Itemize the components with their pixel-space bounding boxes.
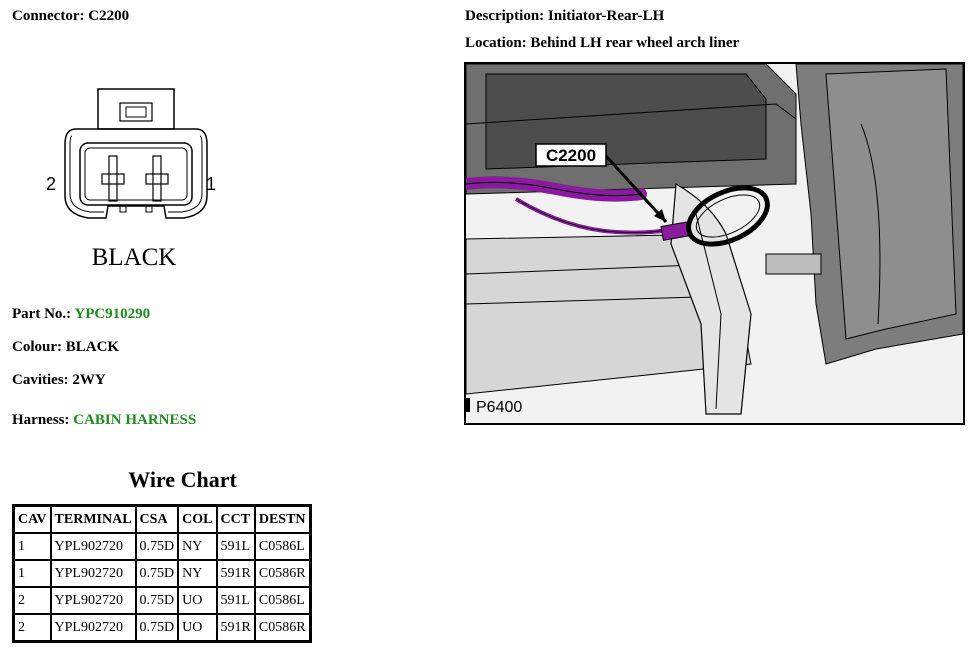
cell-terminal: YPL902720 — [49, 532, 137, 561]
description-value: Initiator-Rear-LH — [547, 8, 665, 24]
location-label: Location: — [465, 35, 527, 51]
part-no-label: Part No.: — [12, 306, 72, 322]
cell-cct: 591L — [215, 532, 256, 561]
header-destn: DESTN — [253, 504, 312, 534]
part-no-link[interactable]: YPC910290 — [74, 306, 151, 322]
cavities-row: Cavities: 2WY — [12, 372, 106, 389]
cell-csa: 0.75D — [134, 532, 180, 561]
header-csa: CSA — [134, 504, 180, 534]
wire-chart-header-row: CAV TERMINAL CSA COL CCT DESTN — [12, 504, 312, 534]
harness-row: Harness: CABIN HARNESS — [12, 412, 196, 429]
cell-terminal: YPL902720 — [49, 613, 137, 643]
header-terminal: TERMINAL — [49, 504, 137, 534]
cell-cav: 1 — [12, 559, 52, 588]
harness-label: Harness: — [12, 412, 70, 428]
cell-cct: 591R — [215, 559, 256, 588]
cavities-value: 2WY — [72, 372, 106, 388]
table-row: 2 YPL902720 0.75D UO 591R C0586R — [12, 613, 312, 643]
description-label: Description: — [465, 8, 545, 24]
cell-csa: 0.75D — [134, 559, 180, 588]
table-row: 2 YPL902720 0.75D UO 591L C0586L — [12, 586, 312, 615]
cell-col: UO — [177, 613, 218, 643]
table-row: 1 YPL902720 0.75D NY 591R C0586R — [12, 559, 312, 588]
cavities-label: Cavities: — [12, 372, 69, 388]
cell-destn: C0586R — [253, 613, 312, 643]
colour-label: Colour: — [12, 339, 62, 355]
connector-value: C2200 — [88, 8, 130, 24]
pin-left-label: 2 — [46, 174, 56, 194]
connector-face-diagram: 2 1 BLACK — [46, 88, 216, 271]
cell-destn: C0586L — [253, 532, 312, 561]
harness-link[interactable]: CABIN HARNESS — [73, 412, 197, 428]
cell-terminal: YPL902720 — [49, 559, 137, 588]
figure-id-label: P6400 — [476, 399, 522, 416]
callout-c2200-label: C2200 — [546, 146, 596, 165]
colour-row: Colour: BLACK — [12, 339, 119, 356]
cell-cct: 591L — [215, 586, 256, 615]
header-col: COL — [177, 504, 218, 534]
wire-chart-title: Wire Chart — [128, 467, 237, 492]
cell-csa: 0.75D — [134, 586, 180, 615]
connector-color-label: BLACK — [92, 244, 177, 271]
header-cct: CCT — [215, 504, 256, 534]
cell-col: UO — [177, 586, 218, 615]
pin-right-label: 1 — [206, 174, 216, 194]
location-illustration: C2200 P6400 — [464, 62, 965, 425]
connector-heading: Connector: C2200 — [12, 8, 129, 25]
colour-value: BLACK — [65, 339, 120, 355]
cell-cav: 2 — [12, 586, 52, 615]
location-heading: Location: Behind LH rear wheel arch line… — [465, 35, 739, 52]
cell-destn: C0586R — [253, 559, 312, 588]
vehicle-location-drawing: C2200 P6400 — [466, 64, 963, 423]
cell-destn: C0586L — [253, 586, 312, 615]
cell-cav: 1 — [12, 532, 52, 561]
cell-col: NY — [177, 532, 218, 561]
cell-cav: 2 — [12, 613, 52, 643]
header-cav: CAV — [12, 504, 52, 534]
description-heading: Description: Initiator-Rear-LH — [465, 8, 664, 25]
cell-col: NY — [177, 559, 218, 588]
wire-chart-table: CAV TERMINAL CSA COL CCT DESTN 1 YPL9027… — [12, 504, 312, 643]
table-row: 1 YPL902720 0.75D NY 591L C0586L — [12, 532, 312, 561]
cell-cct: 591R — [215, 613, 256, 643]
cell-csa: 0.75D — [134, 613, 180, 643]
part-no-row: Part No.: YPC910290 — [12, 306, 150, 323]
connector-label: Connector: — [12, 8, 85, 24]
location-value: Behind LH rear wheel arch liner — [530, 35, 740, 51]
cell-terminal: YPL902720 — [49, 586, 137, 615]
